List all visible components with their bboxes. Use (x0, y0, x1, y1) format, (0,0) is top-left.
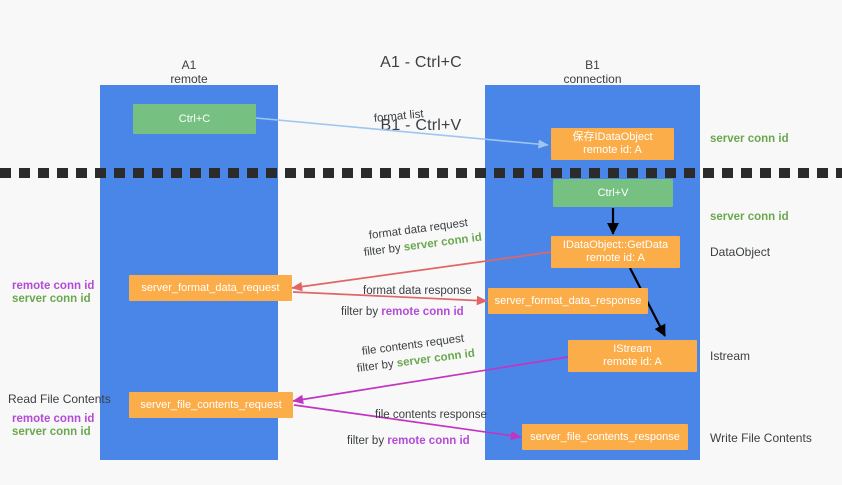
filter-value-remote-conn-id: remote conn id (381, 306, 464, 318)
column-header-a1-sub: remote (170, 72, 208, 86)
node-ctrl-v-label: Ctrl+V (597, 186, 629, 199)
column-header-b1-name: B1 (585, 58, 600, 72)
node-server-file-contents-response[interactable]: server_file_contents_response (522, 424, 688, 450)
side-label-remote-conn-id-1: remote conn id (12, 280, 95, 292)
edge-label-file-contents-response: file contents response (375, 409, 487, 421)
node-server-file-contents-request-label: server_file_contents_request (140, 398, 282, 411)
node-ctrl-c[interactable]: Ctrl+C (133, 104, 256, 134)
node-ctrl-c-label: Ctrl+C (178, 112, 211, 125)
title-line-1: A1 - Ctrl+C (380, 54, 462, 71)
side-label-istream: Istream (710, 349, 751, 363)
node-getdata[interactable]: IDataObject::GetData remote id: A (551, 236, 680, 268)
side-label-dataobject: DataObject (710, 245, 771, 259)
node-istream[interactable]: IStream remote id: A (568, 340, 697, 372)
side-label-read-file-contents: Read File Contents (8, 392, 111, 406)
node-server-file-contents-request[interactable]: server_file_contents_request (129, 392, 293, 418)
node-server-format-data-request[interactable]: server_format_data_request (129, 275, 292, 301)
node-server-format-data-response-label: server_format_data_response (494, 294, 642, 307)
node-server-file-contents-response-label: server_file_contents_response (530, 430, 680, 443)
edge-label-format-data-response-filter: filter by remote conn id (341, 305, 464, 320)
phase-divider (0, 168, 842, 178)
node-save-idataobject-title: 保存IDataObject (572, 131, 653, 143)
node-server-format-data-request-label: server_format_data_request (141, 281, 280, 294)
column-header-b1-sub: connection (563, 72, 622, 86)
filter-value-remote-conn-id: remote conn id (387, 435, 470, 447)
column-header-a1-name: A1 (181, 58, 197, 72)
column-header-b1: B1 connection (485, 58, 700, 86)
side-label-server-conn-id-2: server conn id (12, 426, 91, 438)
side-label-server-conn-id-top: server conn id (710, 133, 789, 145)
node-server-format-data-response[interactable]: server_format_data_response (488, 288, 648, 314)
node-save-idataobject-id: remote id: A (583, 144, 642, 156)
node-istream-id: remote id: A (603, 356, 662, 368)
node-getdata-id: remote id: A (586, 252, 645, 264)
filter-prefix: filter by (341, 306, 382, 318)
filter-prefix: filter by (363, 241, 405, 259)
filter-prefix: filter by (356, 357, 398, 375)
node-getdata-title: IDataObject::GetData (562, 239, 669, 251)
node-ctrl-v[interactable]: Ctrl+V (553, 179, 673, 207)
side-label-server-conn-id-1: server conn id (12, 293, 91, 305)
side-label-write-file-contents: Write File Contents (710, 431, 812, 445)
node-save-idataobject[interactable]: 保存IDataObject remote id: A (551, 128, 674, 160)
side-label-remote-conn-id-2: remote conn id (12, 413, 95, 425)
filter-prefix: filter by (347, 435, 388, 447)
edge-label-format-data-response: format data response (363, 285, 472, 297)
node-istream-title: IStream (613, 343, 652, 355)
edge-label-file-contents-response-filter: filter by remote conn id (347, 434, 470, 449)
side-label-server-conn-id-mid: server conn id (710, 211, 789, 223)
column-header-a1: A1 remote (100, 58, 278, 86)
